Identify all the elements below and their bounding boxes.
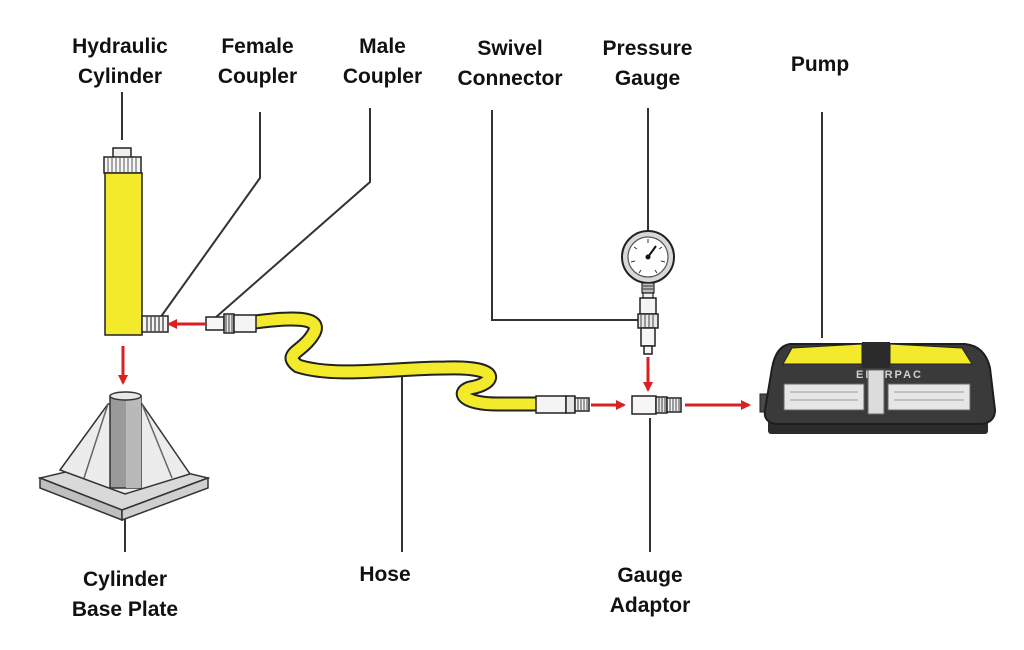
leader-swivel-connector [491,110,638,321]
male-coupler [205,313,257,334]
label-pressure-gauge: Pressure Gauge [602,37,693,90]
label-hose: Hose [359,563,411,586]
leader-female-coupler [159,112,261,319]
pressure-gauge [621,230,675,299]
hydraulic-cylinder [103,147,143,336]
pump: ENERPAC [759,342,997,434]
pump-handle-right [887,383,971,411]
leader-male-coupler [214,108,371,319]
hose-end-fitting [535,395,590,414]
label-female-coupler: Female Coupler [217,35,298,88]
label-gauge-adaptor: Gauge Adaptor [609,564,691,617]
pump-badge: ENERPAC [856,369,923,381]
hose [254,313,536,410]
cylinder-base-plate [37,391,211,522]
female-coupler [141,315,169,333]
cylinder-body [104,172,143,336]
label-swivel-connector: Swivel Connector [457,37,563,90]
label-male-coupler: Male Coupler [342,35,423,88]
pump-center-block [862,342,890,368]
swivel-connector [637,297,659,355]
gauge-adaptor [631,395,682,415]
cylinder-cap [103,156,142,174]
label-cylinder-base-plate: Cylinder Base Plate [71,568,179,621]
pump-handle-left [783,383,865,411]
label-pump: Pump [790,53,850,76]
label-hydraulic-cylinder: Hydraulic Cylinder [72,35,168,88]
flow-arrows [118,319,751,410]
leader-lines [121,92,823,552]
